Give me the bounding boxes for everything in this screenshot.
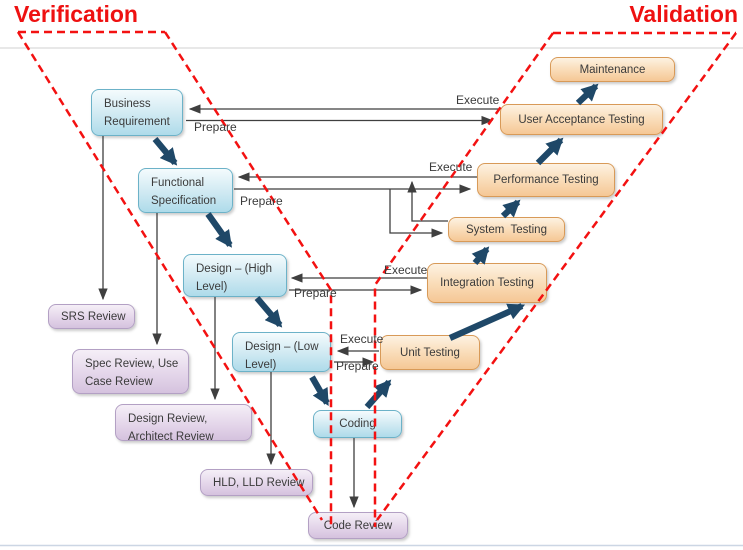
node-design-review: Design Review, Architect Review — [115, 404, 252, 441]
node-label: Architect Review — [128, 431, 214, 441]
node-label: Spec Review, Use — [85, 358, 179, 370]
flow-uat-to-maint — [575, 83, 599, 106]
node-maintenance: Maintenance — [550, 57, 675, 82]
node-label: Maintenance — [579, 63, 646, 76]
node-label: Integration Testing — [440, 277, 534, 289]
node-label: Coding — [339, 418, 376, 430]
edge-prepare-to-system — [389, 189, 444, 238]
node-design-low-level: Design – (Low Level) — [232, 332, 331, 372]
node-performance-testing: Performance Testing — [477, 163, 615, 197]
flow-dh-to-dl — [254, 295, 283, 328]
prepare-label: Prepare — [194, 120, 237, 134]
node-design-high-level: Design – (High Level) — [183, 254, 287, 297]
node-integration-testing: Integration Testing — [427, 263, 547, 303]
node-label: Functional — [151, 177, 205, 189]
node-label: Business — [104, 98, 151, 110]
node-label: Requirement — [104, 116, 170, 128]
node-label: Unit Testing — [400, 346, 460, 359]
execute-label: Execute — [340, 332, 384, 346]
prepare-label: Prepare — [240, 194, 283, 208]
node-label: Specification — [151, 195, 217, 207]
node-unit-testing: Unit Testing — [380, 335, 480, 370]
execute-label: Execute — [429, 160, 473, 174]
node-coding: Coding — [313, 410, 402, 438]
node-label: Design – (High — [196, 263, 273, 275]
flow-dl-to-coding — [309, 375, 330, 406]
node-label: Level) — [245, 359, 277, 371]
node-label: System Testing — [466, 223, 547, 236]
node-label: Design Review, — [128, 413, 208, 425]
node-spec-review: Spec Review, Use Case Review — [72, 349, 189, 394]
node-label: Code Review — [323, 519, 393, 532]
flow-perf-to-uat — [535, 137, 564, 166]
flow-br-to-fs — [152, 136, 178, 166]
edge-system-to-execute — [407, 180, 448, 222]
verification-title: Verification — [14, 1, 138, 27]
flow-fs-to-dh — [205, 212, 233, 248]
flow-system-to-perf — [500, 199, 521, 219]
flow-unit-to-int — [448, 303, 526, 341]
node-business-requirement: Business Requirement — [91, 89, 183, 136]
prepare-label: Prepare — [294, 286, 337, 300]
node-code-review: Code Review — [308, 512, 408, 539]
node-label: Design – (Low — [245, 341, 319, 353]
flow-int-to-system — [471, 246, 490, 266]
prepare-label: Prepare — [336, 359, 379, 373]
node-system-testing: System Testing — [448, 217, 565, 242]
node-label: User Acceptance Testing — [518, 113, 645, 126]
node-hld-lld-review: HLD, LLD Review — [200, 469, 313, 496]
node-functional-specification: Functional Specification — [138, 168, 233, 213]
execute-label: Execute — [456, 93, 500, 107]
validation-title: Validation — [629, 1, 738, 27]
node-label: Case Review — [85, 376, 153, 388]
node-label: Level) — [196, 281, 228, 293]
execute-label: Execute — [384, 263, 428, 277]
node-label: HLD, LLD Review — [213, 477, 305, 489]
node-user-acceptance-testing: User Acceptance Testing — [500, 104, 663, 135]
node-label: SRS Review — [61, 311, 126, 323]
flow-coding-to-unit — [364, 379, 392, 410]
node-label: Performance Testing — [493, 174, 599, 186]
node-srs-review: SRS Review — [48, 304, 135, 329]
